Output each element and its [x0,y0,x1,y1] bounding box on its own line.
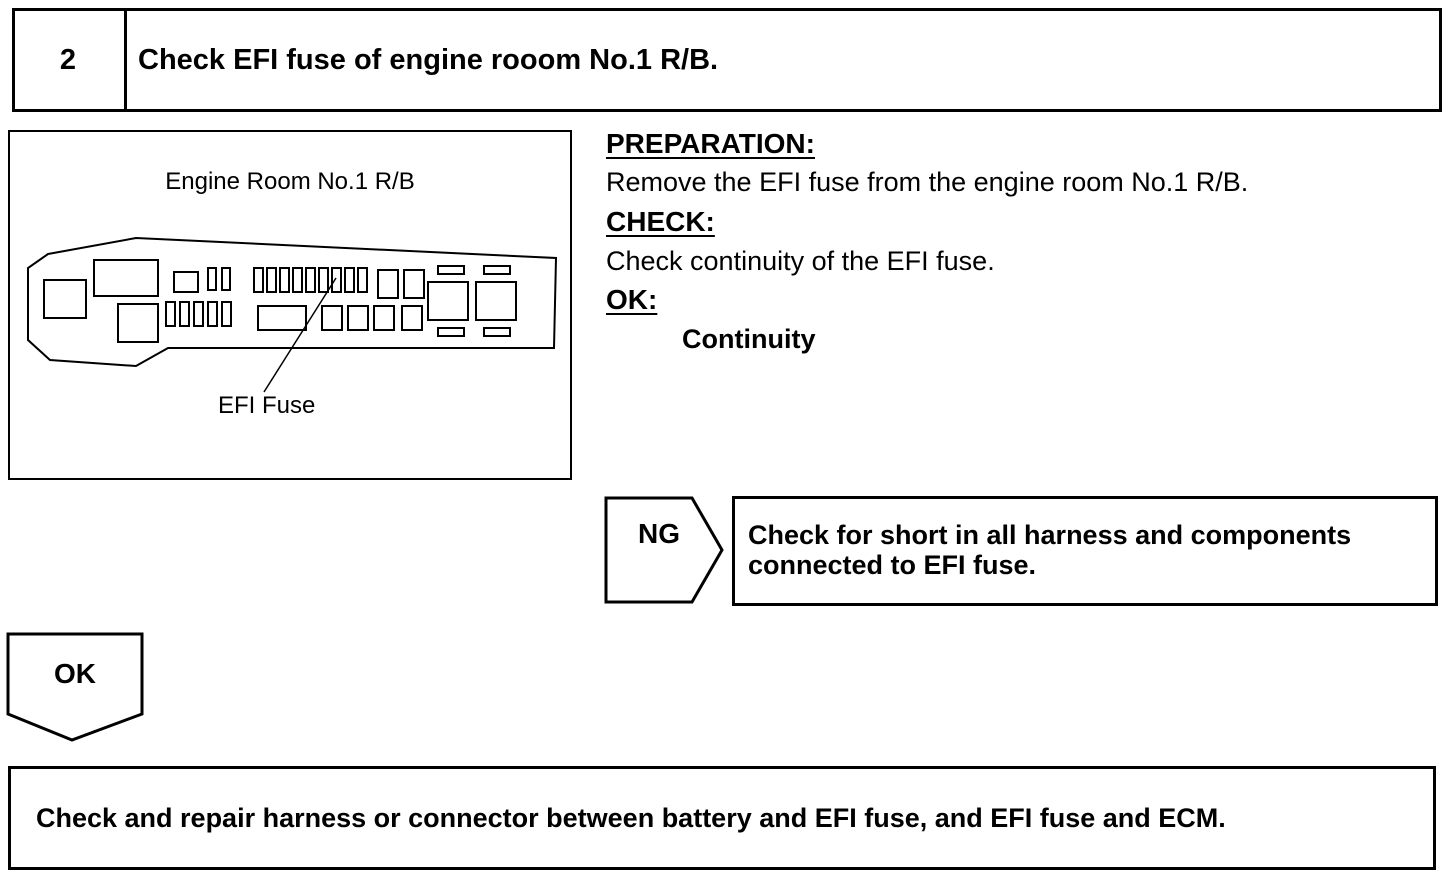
relay-block-outline [27,236,558,368]
efi-fuse-label: EFI Fuse [218,392,316,419]
fuse [318,267,329,293]
fuse [292,267,303,293]
ok-branch-label: OK [54,658,96,689]
preparation-heading: PREPARATION: [606,128,815,159]
step-header-divider [124,8,127,112]
fuse [305,267,316,293]
final-step-text: Check and repair harness or connector be… [36,802,1226,833]
relay-large-2 [93,259,159,297]
fuse [253,267,264,293]
efi-fuse-leader-line [263,277,337,393]
relay-block-diagram [27,236,558,393]
ng-result-text: Check for short in all harness and compo… [748,520,1351,580]
relay-large-3 [117,303,159,343]
fuse [266,267,277,293]
check-heading: CHECK: [606,206,715,237]
ng-result-box [732,496,1438,606]
relay-block-figure [8,130,572,480]
step-title: Check EFI fuse of engine rooom No.1 R/B. [138,43,719,76]
step-number: 2 [59,43,77,76]
ng-branch-label: NG [638,518,680,549]
ng-result-line: Check for short in all harness and compo… [748,520,1352,550]
fuse [279,267,290,293]
relay-large-1 [43,279,87,319]
efi-fuse [331,267,342,293]
ok-heading: OK: [606,284,658,315]
fuse [357,267,368,293]
ok-condition-value: Continuity [682,324,816,354]
preparation-text: Remove the EFI fuse from the engine room… [606,167,1249,197]
check-text: Check continuity of the EFI fuse. [606,246,995,276]
fuse [344,267,355,293]
figure-title: Engine Room No.1 R/B [165,168,415,195]
step-header-box [12,8,1442,112]
ok-arrow-shape [6,632,144,742]
ng-result-line: connected to EFI fuse. [748,550,1037,580]
ng-arrow-shape [604,496,724,604]
final-step-box [8,766,1436,870]
